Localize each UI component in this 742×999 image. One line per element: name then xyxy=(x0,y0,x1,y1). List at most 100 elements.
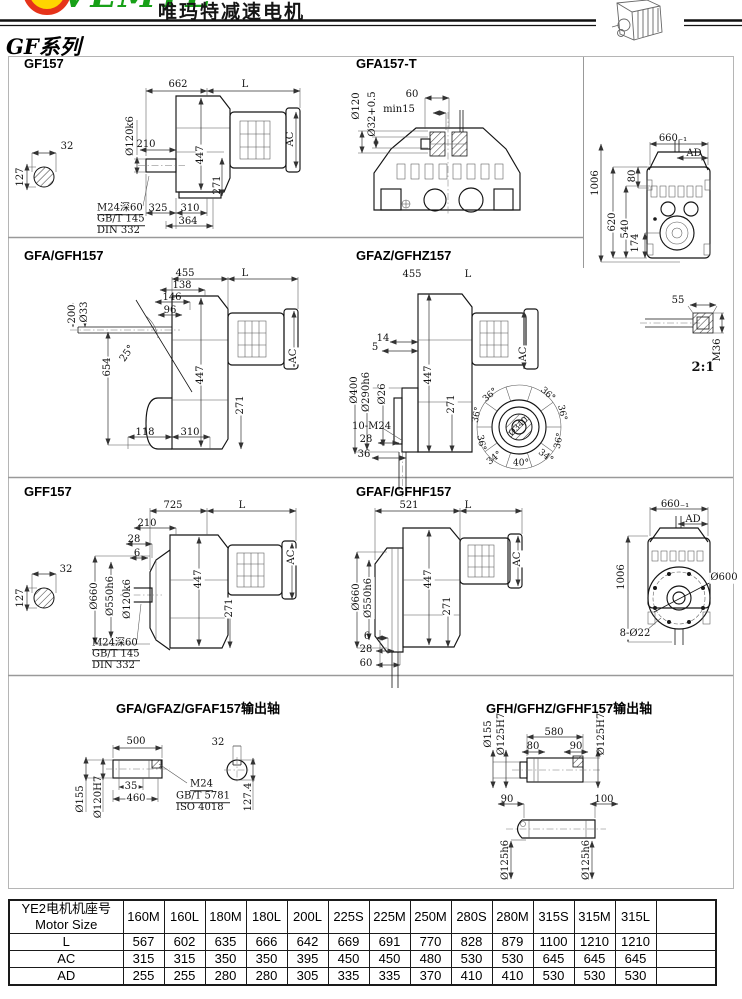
dim-label: 36 xyxy=(357,448,371,460)
dim-label: 325 xyxy=(148,202,168,214)
dim-label: L xyxy=(241,78,249,90)
table-cell: 770 xyxy=(409,933,452,951)
column-header: 315L xyxy=(614,899,657,934)
gfa157t-drawing xyxy=(358,95,521,214)
table-cell: 645 xyxy=(573,950,616,968)
dim-label: 447 xyxy=(422,364,435,386)
gfa-gfh157-title: GFA/GFH157 xyxy=(24,248,104,263)
gff157-title: GFF157 xyxy=(24,484,72,499)
column-header: 315M xyxy=(573,899,616,934)
gfh-output-shaft-title: GFH/GFHZ/GFHF157输出轴 xyxy=(486,701,653,716)
dim-label: 210 xyxy=(137,517,157,529)
brand-logo-icon xyxy=(24,0,70,15)
dim-label: 100 xyxy=(594,793,614,805)
dim-label: Ø33 xyxy=(78,300,91,324)
dim-label: Ø120k6 xyxy=(121,578,134,620)
dim-label: 36° xyxy=(552,432,566,450)
header-rule xyxy=(0,19,742,27)
dim-label: Ø125H7 xyxy=(595,712,607,756)
dim-label: 271 xyxy=(234,394,247,416)
dim-label: 521 xyxy=(399,499,419,511)
table-cell: 530 xyxy=(532,967,575,986)
table-cell: 350 xyxy=(204,950,247,968)
dim-label: 1006 xyxy=(615,564,627,590)
table-cell: 255 xyxy=(122,967,165,986)
table-cell: 567 xyxy=(122,933,165,951)
table-cell: 255 xyxy=(163,967,206,986)
table-cell: 335 xyxy=(327,967,370,986)
table-cell: 645 xyxy=(614,950,657,968)
table-cell: 1100 xyxy=(532,933,575,951)
dim-label: 146 xyxy=(162,291,182,303)
dim-label: 60 xyxy=(359,657,373,669)
dim-label: 80 xyxy=(526,740,540,752)
table-cell: 602 xyxy=(163,933,206,951)
dim-label: Ø155 xyxy=(74,785,86,813)
gfa-output-shaft-drawing xyxy=(83,745,256,812)
dim-label: AC xyxy=(284,131,296,147)
table-cell: 315 xyxy=(163,950,206,968)
dim-label: M36 xyxy=(711,338,723,362)
column-header: 160L xyxy=(163,899,206,934)
dim-label: DIN 332 xyxy=(97,224,140,236)
dim-label: 55 xyxy=(671,294,685,306)
dim-label: 271 xyxy=(445,393,458,415)
dim-label: M24 xyxy=(190,778,213,791)
table-cell: 645 xyxy=(532,950,575,968)
dim-label: Ø400 xyxy=(348,375,361,405)
dim-label: Ø550h6 xyxy=(362,576,375,620)
column-header: 180L xyxy=(245,899,288,934)
dim-label: 2:1 xyxy=(691,360,715,376)
dim-label: 200 xyxy=(66,303,79,325)
table-cell: 635 xyxy=(204,933,247,951)
dim-label: 6 xyxy=(363,630,371,642)
dim-label: AC xyxy=(511,550,524,568)
dim-label: AC xyxy=(285,548,298,566)
table-cell: 450 xyxy=(368,950,411,968)
dim-label: 725 xyxy=(163,499,183,511)
dim-label: L xyxy=(241,267,249,279)
dim-label: 210 xyxy=(136,138,156,150)
table-cell: 410 xyxy=(491,967,534,986)
dim-label: 455 xyxy=(175,267,195,279)
table-cell: 642 xyxy=(286,933,329,951)
dim-label: 127 xyxy=(14,588,26,608)
dim-label: 36° xyxy=(555,404,569,422)
gfa157t-title: GFA157-T xyxy=(356,56,417,71)
dim-label: 447 xyxy=(194,144,207,166)
dim-label: 620 xyxy=(606,211,619,233)
column-header: 180M xyxy=(204,899,247,934)
dim-label: 271 xyxy=(211,175,223,195)
dim-label: 271 xyxy=(223,597,236,619)
dim-label: 36° xyxy=(474,434,488,452)
table-cell-empty xyxy=(655,967,717,986)
dim-label: Ø340 xyxy=(506,414,531,439)
dim-label: 118 xyxy=(135,426,155,438)
dim-label: AC xyxy=(287,347,300,365)
column-header: 225S xyxy=(327,899,370,934)
dim-label: 35 xyxy=(123,780,139,793)
column-header: 160M xyxy=(122,899,165,934)
dim-label: 25° xyxy=(117,343,137,364)
dim-label: 34° xyxy=(536,447,555,466)
table-cell: 280 xyxy=(245,967,288,986)
dim-label: 138 xyxy=(172,279,192,291)
page-title: GF系列 xyxy=(6,34,81,59)
dim-label: 8-Ø22 xyxy=(618,627,652,640)
dim-label: DIN 332 xyxy=(92,659,135,671)
dim-label: 28 xyxy=(127,533,141,545)
table-cell: 530 xyxy=(491,950,534,968)
table-cell: 315 xyxy=(122,950,165,968)
gf157-title: GF157 xyxy=(24,56,64,71)
table-cell: 828 xyxy=(450,933,493,951)
column-header: 200L xyxy=(286,899,329,934)
column-header: 280M xyxy=(491,899,534,934)
dim-label: L xyxy=(238,499,246,511)
dim-label: 460 xyxy=(125,792,147,805)
dim-label: Ø125h6 xyxy=(499,839,511,881)
dim-label: 271 xyxy=(441,595,454,617)
dim-label: Ø660 xyxy=(350,582,363,612)
